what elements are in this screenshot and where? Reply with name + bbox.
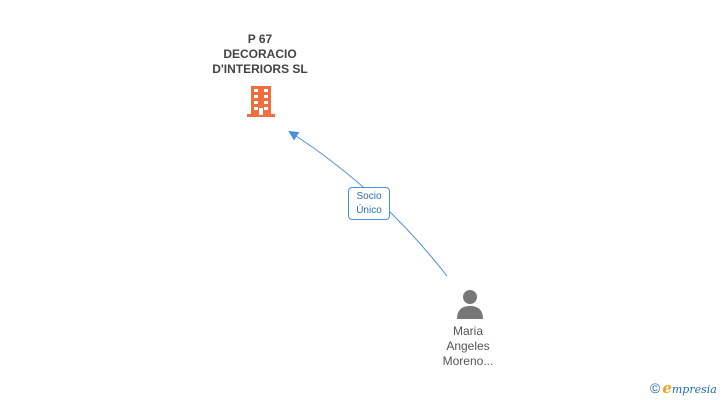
person-name-line-3: Moreno... <box>442 354 494 368</box>
person-name[interactable]: Maria Angeles Moreno... <box>418 324 518 369</box>
company-name-line-3: D'INTERIORS SL <box>212 62 308 76</box>
relation-label-line-1: Socio <box>356 191 382 202</box>
company-name[interactable]: P 67 DECORACIO D'INTERIORS SL <box>180 32 340 77</box>
brand-name: mpresia <box>671 383 717 396</box>
person-name-line-1: Maria <box>452 324 483 338</box>
relation-label-line-2: Único <box>356 205 382 216</box>
person-icon[interactable] <box>454 288 486 320</box>
building-icon[interactable] <box>244 84 278 118</box>
brand-initial: e <box>662 379 672 397</box>
company-name-line-2: DECORACIO <box>223 47 297 61</box>
brand-logo[interactable]: ©empresia <box>650 379 717 399</box>
copyright-icon: © <box>650 380 661 396</box>
relation-label[interactable]: Socio Único <box>348 187 390 220</box>
company-name-line-1: P 67 <box>247 32 273 46</box>
person-name-line-2: Angeles <box>446 339 490 353</box>
